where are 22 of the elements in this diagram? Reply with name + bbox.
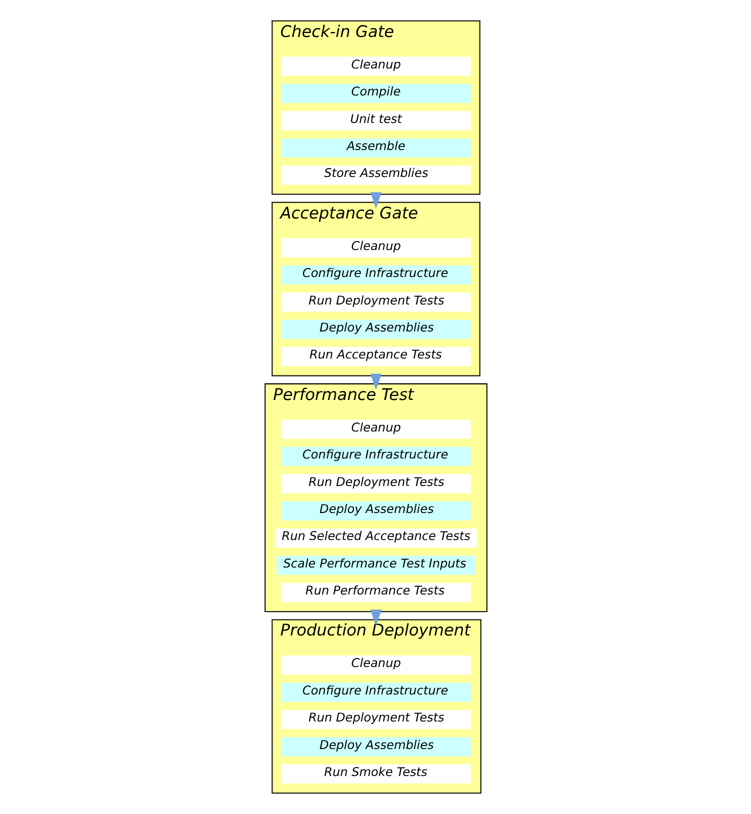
node-box: Assemble: [280, 138, 470, 158]
node-box: Cleanup: [280, 56, 470, 76]
node-box: Compile: [280, 84, 470, 104]
node-box: Store Assemblies: [280, 166, 470, 185]
node-box: Configure Infrastructure: [280, 682, 470, 702]
node-box: Run Acceptance Tests: [280, 347, 470, 366]
node-box: Run Deployment Tests: [280, 292, 470, 312]
node-box: Deploy Assemblies: [280, 320, 470, 339]
node-box: Run Deployment Tests: [280, 474, 470, 494]
node-box: Cleanup: [280, 238, 470, 258]
node-box: Cleanup: [280, 420, 470, 439]
node-box: Run Deployment Tests: [280, 710, 470, 730]
node-box: Unit test: [280, 111, 470, 130]
node-box: Configure Infrastructure: [280, 265, 470, 284]
node-box: Deploy Assemblies: [280, 501, 470, 520]
node-box: Scale Performance Test Inputs: [276, 556, 475, 575]
node-box: Deploy Assemblies: [280, 737, 470, 756]
node-box: Cleanup: [280, 656, 470, 675]
node-box: Configure Infrastructure: [280, 446, 470, 466]
node-box: Run Performance Tests: [280, 582, 470, 602]
node-box: Run Smoke Tests: [280, 764, 470, 784]
node-box: Run Selected Acceptance Tests: [274, 528, 476, 548]
